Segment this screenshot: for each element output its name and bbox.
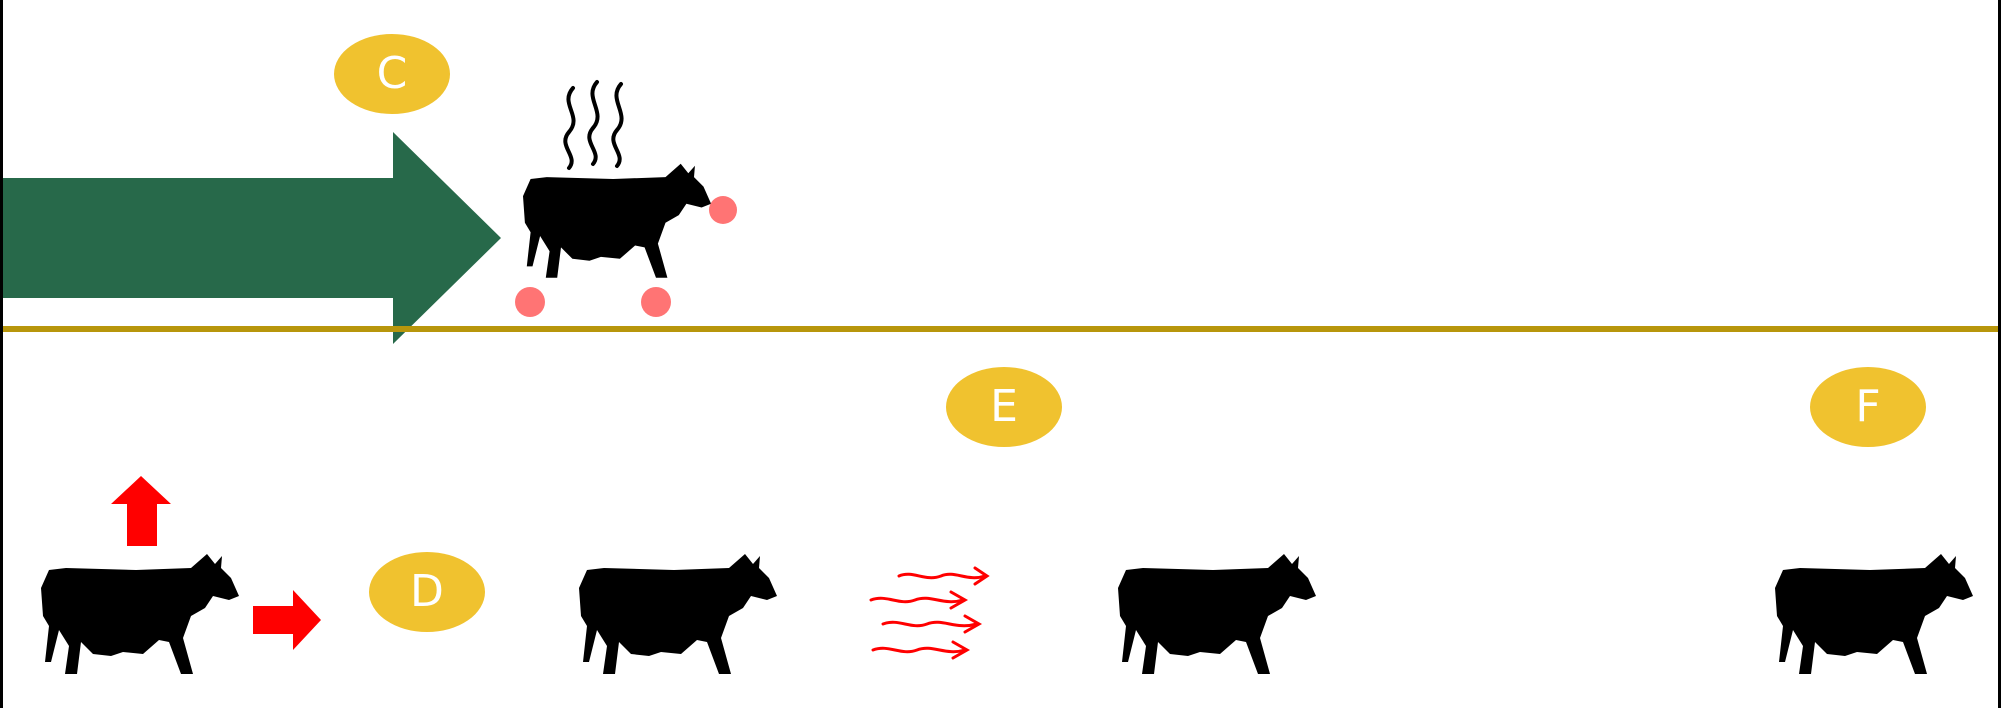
label-badge-d: D: [369, 552, 485, 632]
large-arrow: [3, 132, 501, 344]
cow-icon: [41, 554, 239, 674]
cow-icon: [579, 554, 777, 674]
label-badge-c: C: [334, 34, 450, 114]
label-badge-f: F: [1810, 367, 1926, 447]
arrow-right-icon: [253, 590, 321, 650]
wind-icon: [869, 566, 990, 660]
hotspot-marker: [641, 287, 671, 317]
cow-icon: [523, 163, 712, 278]
diagram-graphics: [3, 80, 1973, 674]
hotspot-marker: [709, 196, 737, 224]
hotspot-marker: [515, 287, 545, 317]
divider-line: [3, 326, 1998, 332]
label-badge-e: E: [946, 367, 1062, 447]
arrow-up-icon: [111, 476, 171, 546]
cow-icon: [1118, 554, 1316, 674]
cow-icon: [1775, 554, 1973, 674]
steam-icon: [563, 80, 624, 170]
